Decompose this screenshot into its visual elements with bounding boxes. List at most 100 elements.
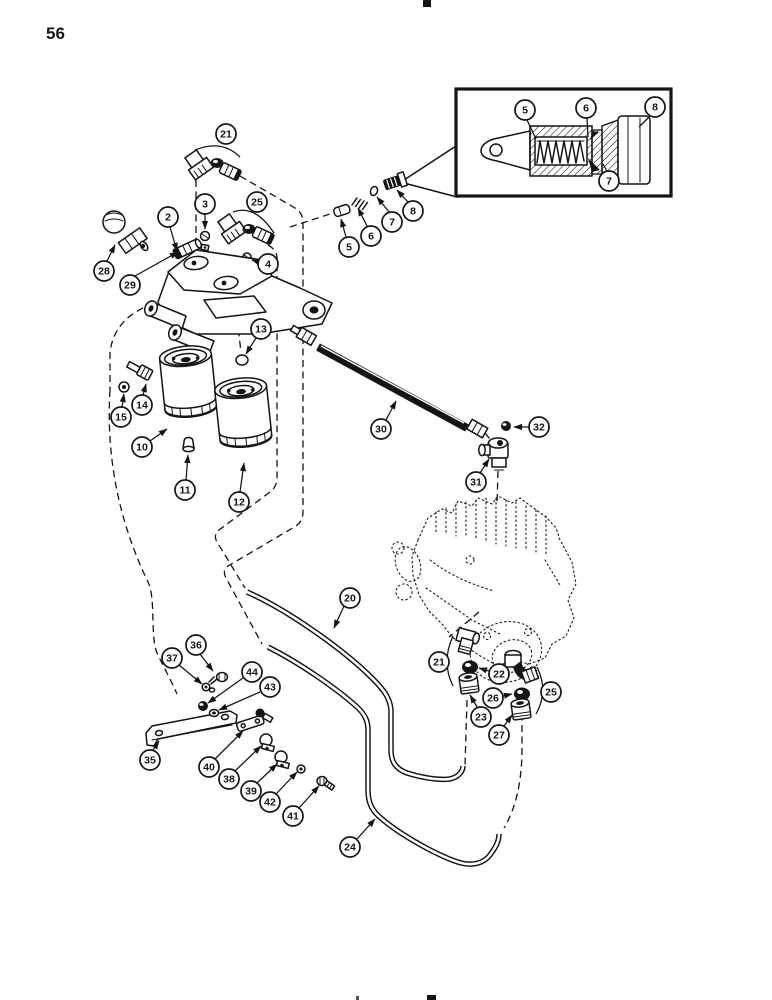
connector bbox=[251, 226, 275, 245]
leader-line-29 bbox=[134, 251, 179, 277]
cap-fitting-28 bbox=[102, 210, 149, 255]
leader-line-15 bbox=[119, 393, 126, 408]
callout-5 bbox=[338, 236, 360, 258]
callout-36 bbox=[185, 634, 207, 656]
check-valve-section bbox=[480, 115, 651, 185]
callout-6 bbox=[360, 225, 382, 247]
callout-37 bbox=[161, 647, 183, 669]
leader-line-30 bbox=[385, 400, 397, 421]
callout-7 bbox=[381, 211, 403, 233]
hex-cap bbox=[617, 115, 651, 185]
callout-label-37: 37 bbox=[166, 653, 178, 665]
callout-label-23: 23 bbox=[475, 712, 487, 724]
valve-plug-8 bbox=[383, 171, 409, 191]
callout-20 bbox=[339, 587, 361, 609]
callout-21 bbox=[215, 123, 237, 145]
filter-10 bbox=[158, 345, 218, 419]
callout-42 bbox=[259, 791, 281, 813]
callout-label-24: 24 bbox=[344, 842, 356, 854]
leader-line-24 bbox=[356, 818, 376, 840]
leader-line-40 bbox=[214, 730, 244, 760]
nut-44 bbox=[198, 701, 208, 711]
clamp-39 bbox=[274, 750, 291, 770]
valve-spring-6 bbox=[351, 197, 369, 211]
nut-42 bbox=[296, 764, 306, 774]
callout-label-3: 3 bbox=[202, 199, 208, 211]
callout-label-13: 13 bbox=[255, 324, 267, 336]
callout-label-5: 5 bbox=[522, 105, 528, 117]
leader-line-25 bbox=[232, 209, 275, 234]
fitting-group-25-top bbox=[217, 213, 275, 245]
leader-line-5 bbox=[340, 218, 347, 238]
leader-line-28 bbox=[106, 244, 116, 262]
callout-43 bbox=[259, 676, 281, 698]
callout-label-12: 12 bbox=[233, 497, 245, 509]
valve-pin bbox=[489, 143, 503, 157]
callout-7 bbox=[598, 170, 620, 192]
callout-label-20: 20 bbox=[344, 593, 356, 605]
leader-line-14 bbox=[140, 383, 147, 396]
callout-label-21: 21 bbox=[433, 657, 445, 669]
link-40 bbox=[235, 708, 274, 732]
callout-32 bbox=[528, 416, 550, 438]
callout-label-11: 11 bbox=[179, 485, 190, 497]
callout-label-8: 8 bbox=[410, 206, 416, 218]
leader-line-13 bbox=[245, 337, 257, 355]
callout-6 bbox=[575, 97, 597, 119]
leader-line-37 bbox=[178, 664, 203, 685]
callout-label-25: 25 bbox=[545, 687, 557, 699]
callout-label-40: 40 bbox=[203, 762, 215, 774]
callout-21 bbox=[428, 651, 450, 673]
washer-43 bbox=[208, 708, 220, 718]
callout-25 bbox=[246, 191, 268, 213]
leader-line-20 bbox=[333, 605, 345, 629]
leader-line-36 bbox=[199, 653, 214, 672]
leader-line-21 bbox=[194, 145, 241, 158]
callout-40 bbox=[198, 756, 220, 778]
callout-label-26: 26 bbox=[487, 693, 499, 705]
nut-15 bbox=[118, 381, 130, 393]
callout-label-41: 41 bbox=[287, 811, 299, 823]
plug-11 bbox=[182, 436, 195, 453]
callout-label-10: 10 bbox=[136, 442, 148, 454]
valve-spring bbox=[536, 140, 585, 164]
callout-8 bbox=[402, 200, 424, 222]
callout-label-25: 25 bbox=[251, 197, 263, 209]
leader-line-2 bbox=[169, 226, 178, 252]
callout-38 bbox=[218, 768, 240, 790]
callout-11 bbox=[174, 479, 196, 501]
pump-top-texture bbox=[435, 497, 547, 555]
sleeve-23 bbox=[458, 672, 480, 695]
nut-37 bbox=[201, 682, 216, 693]
oring-13 bbox=[235, 354, 249, 366]
elbow-31 bbox=[478, 437, 509, 471]
leader-line-22 bbox=[478, 667, 490, 674]
callout-27 bbox=[488, 724, 510, 746]
nut-22 bbox=[462, 660, 478, 674]
callout-label-5: 5 bbox=[346, 242, 352, 254]
callout-3 bbox=[194, 193, 216, 215]
callout-label-6: 6 bbox=[583, 103, 589, 115]
sleeve-27 bbox=[510, 698, 532, 721]
leader-line-39 bbox=[256, 763, 278, 784]
callout-2 bbox=[157, 206, 179, 228]
callout-24 bbox=[339, 836, 361, 858]
filter-12 bbox=[214, 377, 273, 449]
callout-label-28: 28 bbox=[98, 266, 110, 278]
leader-line-6 bbox=[357, 207, 368, 227]
oring-7 bbox=[369, 185, 379, 197]
callout-28 bbox=[93, 260, 115, 282]
connector bbox=[218, 162, 242, 181]
callout-label-32: 32 bbox=[533, 422, 545, 434]
fitting-group-21-bottom bbox=[455, 627, 481, 695]
callout-15 bbox=[110, 406, 132, 428]
callout-13 bbox=[250, 318, 272, 340]
callout-30 bbox=[370, 418, 392, 440]
callout-label-22: 22 bbox=[493, 669, 505, 681]
print-artifacts bbox=[356, 0, 436, 1000]
leader-line-8 bbox=[396, 189, 409, 203]
callout-23 bbox=[470, 706, 492, 728]
fitting-group-25-bottom bbox=[504, 649, 540, 721]
callout-label-42: 42 bbox=[264, 797, 276, 809]
